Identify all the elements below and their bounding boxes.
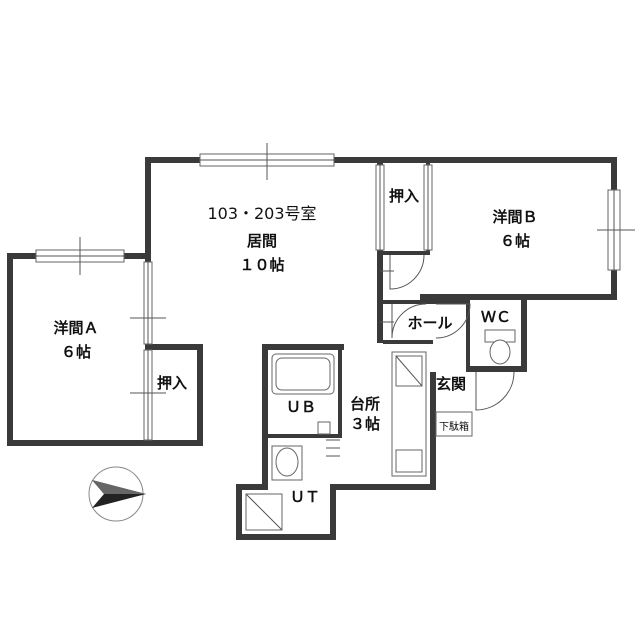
western-room-b-size: ６帖 bbox=[500, 232, 530, 250]
wc-label: ＷＣ bbox=[481, 308, 511, 326]
shoe-box-label: 下駄箱 bbox=[439, 420, 469, 433]
stove-icon bbox=[395, 449, 423, 473]
entrance-label: 玄関 bbox=[436, 375, 466, 393]
north-arrow-icon bbox=[88, 466, 146, 522]
living-room-size: １０帖 bbox=[239, 256, 284, 274]
sliding-doors bbox=[130, 164, 433, 441]
unit-bath-label: ＵＢ bbox=[286, 398, 316, 416]
kitchen-size: ３帖 bbox=[350, 415, 380, 433]
western-room-a-label: 洋間Ａ bbox=[53, 319, 98, 337]
living-room-label: 居間 bbox=[247, 232, 277, 250]
western-room-b-label: 洋間Ｂ bbox=[492, 208, 537, 226]
labels: 103・203号室 居間 １０帖 洋間Ａ ６帖 洋間Ｂ ６帖 台所 ３帖 押入 … bbox=[53, 187, 537, 506]
valve-icon bbox=[317, 421, 331, 435]
swing-doors bbox=[380, 254, 515, 411]
utility-label: ＵＴ bbox=[290, 488, 320, 506]
closet-b-label: 押入 bbox=[389, 187, 419, 205]
windows bbox=[35, 143, 635, 275]
hall-label: ホール bbox=[407, 314, 452, 332]
fixtures bbox=[245, 329, 516, 531]
shoe-box bbox=[435, 411, 473, 437]
western-room-a-size: ６帖 bbox=[61, 343, 91, 361]
closet-a-label: 押入 bbox=[157, 374, 187, 392]
kitchen-label: 台所 bbox=[350, 395, 380, 413]
unit-number: 103・203号室 bbox=[207, 204, 316, 223]
toilet-icon bbox=[489, 339, 511, 365]
